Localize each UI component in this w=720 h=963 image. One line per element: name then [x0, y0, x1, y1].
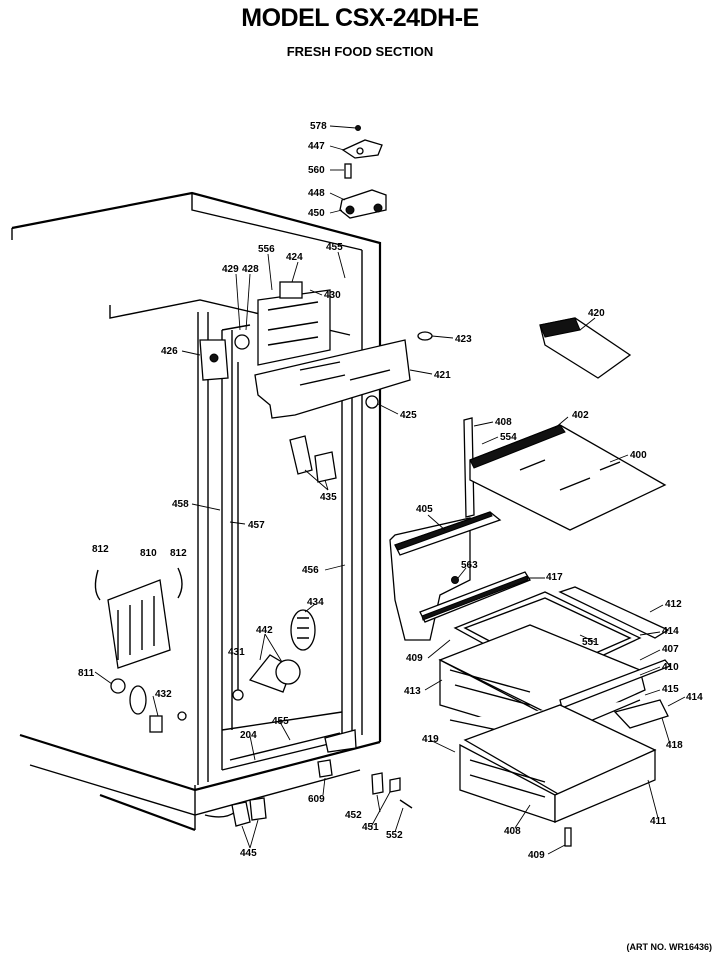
callout-label: 812: [170, 548, 187, 559]
callout-label: 408: [495, 417, 512, 428]
callout-label: 560: [308, 165, 325, 176]
art-number: (ART NO. WR16436): [626, 942, 712, 952]
callout-label: 578: [310, 121, 327, 132]
callout-label: 554: [500, 432, 517, 443]
callout-label: 811: [78, 668, 95, 679]
diagram-title: MODEL CSX-24DH-E: [241, 4, 479, 32]
callout-label: 432: [155, 689, 172, 700]
callout-label: 431: [228, 647, 245, 658]
callout-label: 409: [528, 850, 545, 861]
top-hinge-parts: [339, 125, 387, 219]
callout-label: 405: [416, 504, 433, 515]
callout-label: 425: [400, 410, 417, 421]
callout-label: 415: [662, 684, 679, 695]
callout-label: 457: [248, 520, 265, 531]
callout-label: 409: [406, 653, 423, 664]
callout-label: 413: [404, 686, 421, 697]
callout-label: 429: [222, 264, 239, 275]
callout-label: 452: [345, 810, 362, 821]
drawer-assembly: [438, 586, 672, 847]
callout-label: 407: [662, 644, 679, 655]
callout-label: 442: [256, 625, 273, 636]
callout-label: 455: [326, 242, 343, 253]
callout-label: 426: [161, 346, 178, 357]
callout-label: 423: [455, 334, 472, 345]
callout-label: 400: [630, 450, 647, 461]
callout-label: 556: [258, 244, 275, 255]
callout-label: 448: [308, 188, 325, 199]
center-bottom-parts: [204, 609, 413, 827]
light-shield-part: [539, 317, 632, 379]
callout-label: 551: [582, 637, 599, 648]
diagram-subtitle: FRESH FOOD SECTION: [286, 44, 434, 59]
callout-label: 411: [650, 816, 667, 827]
callout-label: 204: [240, 730, 257, 741]
callout-label: 412: [665, 599, 682, 610]
callout-label: 420: [588, 308, 605, 319]
callout-label: 417: [546, 572, 563, 583]
callout-labels: 578 447 560 448 450 556 424 455 429 428 …: [78, 121, 703, 861]
callout-label: 458: [172, 499, 189, 510]
callout-label: 445: [240, 848, 257, 859]
callout-label: 810: [140, 548, 157, 559]
callout-label: 424: [286, 252, 303, 263]
callout-label: 812: [92, 544, 109, 555]
shelf-assembly: [389, 417, 667, 641]
callout-label: 435: [320, 492, 337, 503]
callout-label: 455: [272, 716, 289, 727]
callout-label: 450: [308, 208, 325, 219]
callout-label: 408: [504, 826, 521, 837]
callout-label: 418: [666, 740, 683, 751]
callout-label: 428: [242, 264, 259, 275]
callout-label: 414: [662, 626, 679, 637]
callout-label: 410: [662, 662, 679, 673]
callout-label: 563: [461, 560, 478, 571]
callout-label: 414: [686, 692, 703, 703]
callout-label: 451: [362, 822, 379, 833]
callout-label: 552: [386, 830, 403, 841]
callout-label: 447: [308, 141, 325, 152]
callout-label: 402: [572, 410, 589, 421]
callout-label: 419: [422, 734, 439, 745]
leader-lines: [94, 125, 686, 855]
callout-label: 456: [302, 565, 319, 576]
callout-label: 421: [434, 370, 451, 381]
side-panel-parts: [94, 567, 187, 733]
callout-label: 434: [307, 597, 324, 608]
cabinet-outline: [11, 191, 382, 832]
control-housing: [199, 281, 433, 483]
callout-label: 609: [308, 794, 325, 805]
callout-label: 430: [324, 290, 341, 301]
